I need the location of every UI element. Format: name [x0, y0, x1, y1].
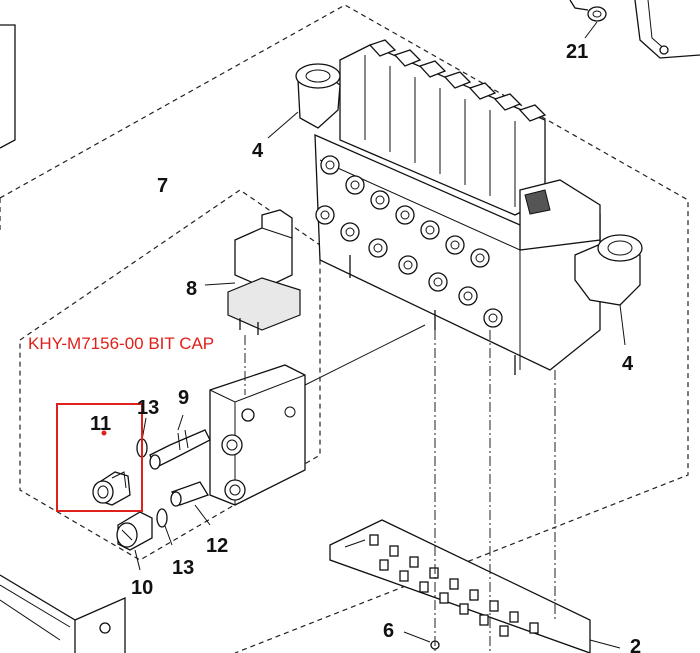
callout-21: 21	[566, 41, 588, 63]
left-side-panel	[0, 24, 16, 149]
callout-13-lower: 13	[172, 557, 194, 579]
fittings-row	[315, 155, 503, 328]
valve-part-8	[204, 209, 301, 335]
o-ring-lower	[156, 508, 168, 528]
highlight-box	[56, 403, 143, 512]
top-right-rail	[634, 0, 700, 59]
callout-9: 9	[178, 387, 189, 409]
projection-lines	[244, 324, 556, 653]
solenoid-stack	[339, 39, 547, 216]
valve-manifold	[314, 39, 601, 375]
part-number-annotation: KHY-M7156-00 BIT CAP	[28, 334, 214, 353]
bit-cap-part-11	[92, 471, 131, 506]
washer-part-21	[569, 0, 607, 39]
assembly-boundary-outer	[0, 4, 689, 653]
terminal-strip	[329, 519, 621, 653]
callout-6: 6	[383, 620, 394, 642]
pin-part-12	[170, 481, 211, 526]
callout-8: 8	[186, 278, 197, 300]
assembly-boundary-inner	[19, 189, 321, 561]
screw-part-9	[149, 414, 211, 470]
manifold-block	[209, 364, 306, 506]
cap-part-10	[116, 511, 153, 571]
callout-4-lower: 4	[622, 353, 634, 375]
callout-12: 12	[206, 535, 228, 557]
callout-10: 10	[131, 577, 153, 599]
callout-7: 7	[157, 175, 168, 197]
highlight-dot	[101, 430, 107, 436]
elbow-fitting-upper	[267, 63, 341, 139]
callout-13-upper: 13	[137, 397, 159, 419]
callout-4-upper: 4	[252, 140, 264, 162]
callout-2: 2	[630, 636, 641, 653]
elbow-fitting-lower	[574, 234, 643, 346]
callout-11: 11	[90, 413, 111, 435]
base-panel	[0, 574, 126, 653]
